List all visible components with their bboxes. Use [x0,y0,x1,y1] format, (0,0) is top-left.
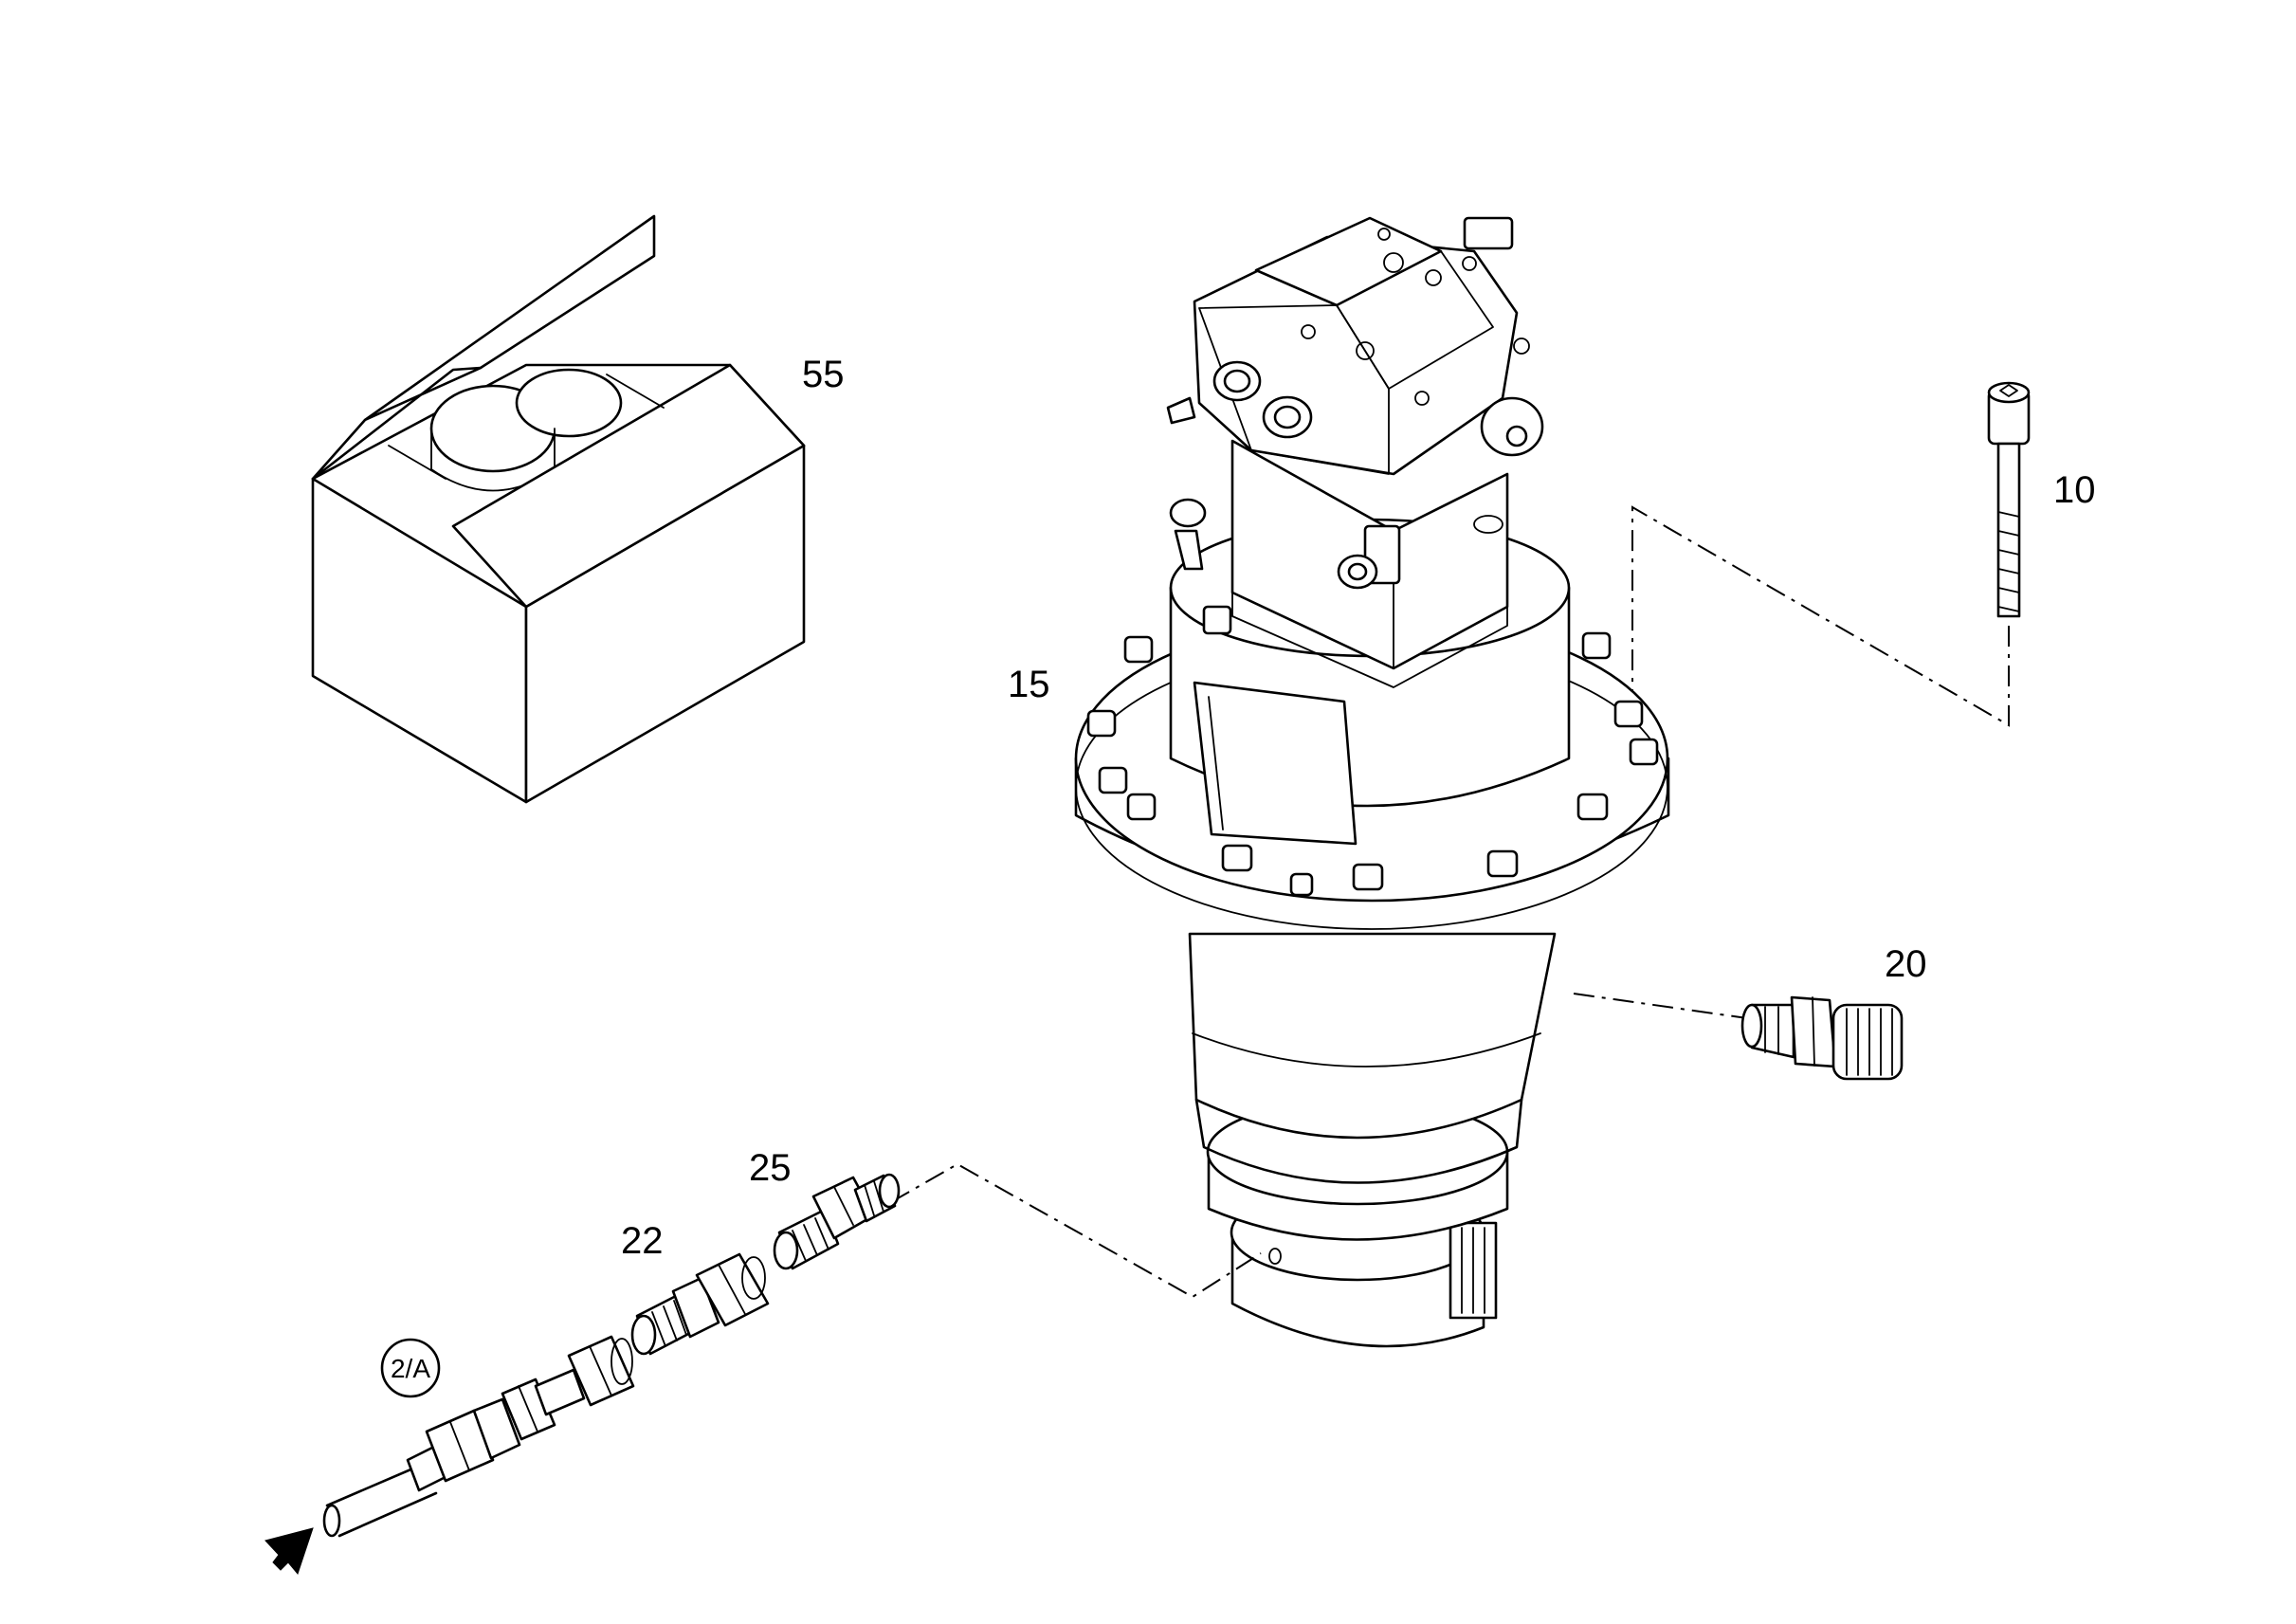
part-15-swing-motor[interactable] [1074,216,1670,1348]
callout-25: 25 [749,1147,792,1189]
part-22-connector[interactable] [630,1252,770,1356]
leader-10 [1631,505,2010,727]
callout-15: 15 [1008,664,1050,705]
lifting-eye [1169,498,1207,571]
leader-20 [1573,993,1755,1020]
callout-22: 22 [621,1220,664,1262]
part-10-bolt[interactable] [1987,381,2031,618]
reference-badge-2a[interactable]: 2/A [380,1338,441,1398]
part-20-plug[interactable] [1740,995,1904,1081]
part-25-adapter[interactable] [773,1173,901,1270]
flow-arrow-icon [264,1527,314,1576]
leader-25 [890,1162,1262,1299]
part-55-box[interactable] [311,214,806,804]
callout-20: 20 [1885,943,1927,985]
reference-badge-label: 2/A [391,1354,430,1383]
hose-assembly-2a[interactable] [322,1335,635,1538]
callout-10: 10 [2053,469,2096,511]
callout-55: 55 [802,354,845,395]
